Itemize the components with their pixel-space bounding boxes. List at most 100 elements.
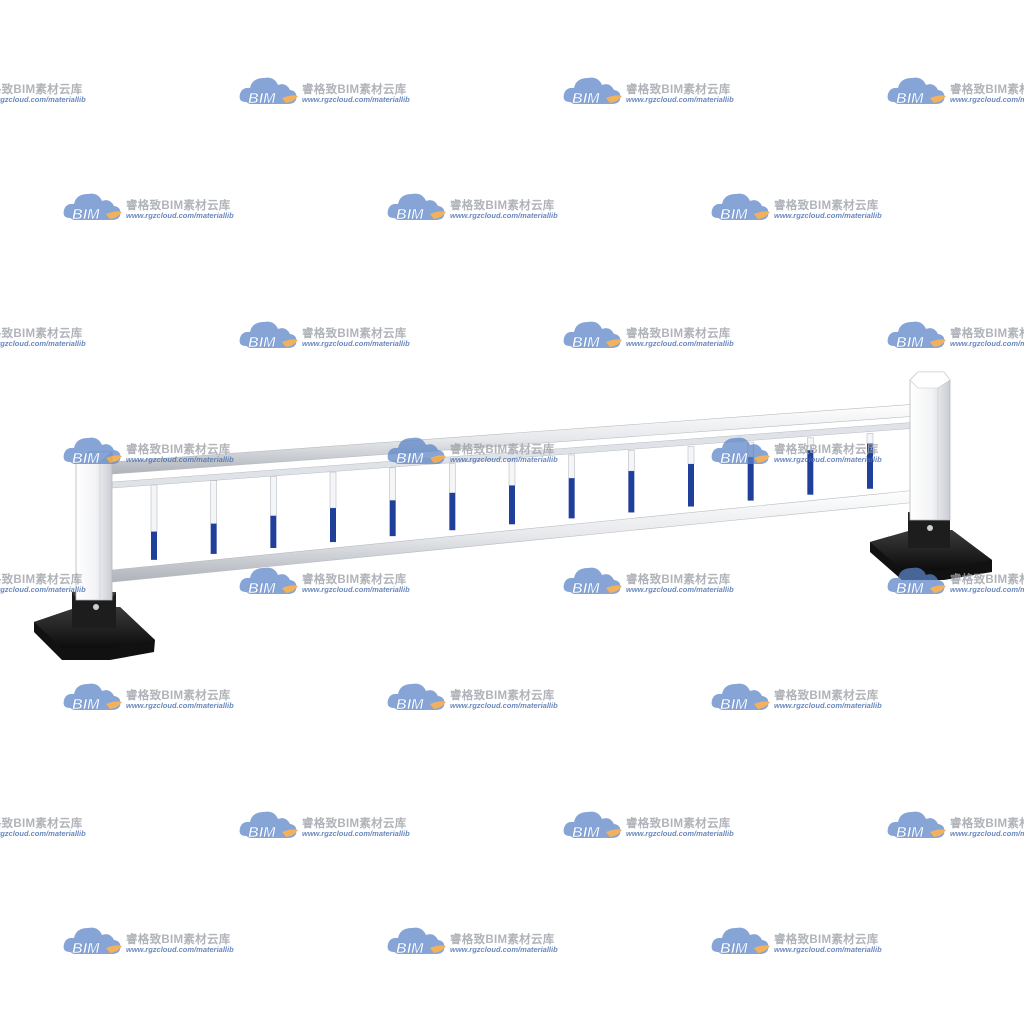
watermark-url: www.rgzcloud.com/materiallib	[450, 211, 558, 220]
watermark-brand-name: 睿格致BIM素材云库	[0, 574, 83, 586]
cloud-bim-logo-icon: BIM	[711, 193, 770, 223]
watermark-logo: BIM睿格致BIM素材云库www.rgzcloud.com/materialli…	[886, 806, 1024, 846]
watermark-brand-name: 睿格致BIM素材云库	[626, 328, 731, 340]
watermark-brand-name: 睿格致BIM素材云库	[126, 934, 231, 946]
cloud-bim-logo-icon: BIM	[711, 927, 770, 957]
logo-text: BIM	[248, 824, 276, 841]
baluster-blue-section	[270, 515, 277, 548]
logo-text: BIM	[896, 334, 924, 351]
watermark-brand-name: 睿格致BIM素材云库	[774, 200, 879, 212]
watermark-brand-name: 睿格致BIM素材云库	[450, 200, 555, 212]
watermark-brand-name: 睿格致BIM素材云库	[302, 84, 407, 96]
watermark-brand-name: 睿格致BIM素材云库	[626, 574, 731, 586]
guardrail-balusters	[150, 433, 874, 560]
watermark-logo: BIM睿格致BIM素材云库www.rgzcloud.com/materialli…	[886, 72, 1024, 112]
watermark-url: www.rgzcloud.com/materiallib	[0, 95, 86, 104]
cloud-bim-logo-icon: BIM	[563, 77, 622, 107]
cloud-bim-logo-icon: BIM	[63, 193, 122, 223]
watermark-brand-name: 睿格致BIM素材云库	[302, 574, 407, 586]
cloud-bim-logo-icon: BIM	[711, 683, 770, 713]
baluster-blue-section	[807, 450, 814, 495]
logo-text: BIM	[396, 206, 424, 223]
baluster-blue-section	[449, 492, 456, 531]
cloud-bim-logo-icon: BIM	[387, 437, 446, 467]
cloud-bim-logo-icon: BIM	[887, 77, 946, 107]
watermark-url: www.rgzcloud.com/materiallib	[126, 455, 234, 464]
watermark-url: www.rgzcloud.com/materiallib	[626, 339, 734, 348]
cloud-bim-logo-icon: BIM	[563, 567, 622, 597]
baluster-white-section	[807, 437, 814, 451]
baluster-white-section	[329, 471, 337, 509]
logo-text: BIM	[248, 334, 276, 351]
watermark-brand-name: 睿格致BIM素材云库	[302, 818, 407, 830]
cloud-bim-logo-icon: BIM	[563, 811, 622, 841]
watermark-brand-name: 睿格致BIM素材云库	[450, 934, 555, 946]
baluster-blue-section	[867, 443, 873, 489]
baluster-white-section	[628, 450, 635, 472]
watermark-brand-name: 睿格致BIM素材云库	[0, 818, 83, 830]
watermark-brand-name: 睿格致BIM素材云库	[126, 444, 231, 456]
watermark-url: www.rgzcloud.com/materiallib	[450, 455, 558, 464]
watermark-brand-name: 睿格致BIM素材云库	[774, 444, 879, 456]
baluster-blue-section	[151, 531, 157, 560]
logo-text: BIM	[72, 940, 100, 957]
cloud-bim-logo-icon: BIM	[239, 811, 298, 841]
baluster-white-section	[270, 476, 277, 517]
watermark-brand-name: 睿格致BIM素材云库	[302, 328, 407, 340]
watermark-url: www.rgzcloud.com/materiallib	[450, 701, 558, 710]
logo-text: BIM	[896, 580, 924, 597]
cloud-bim-logo-icon: BIM	[711, 437, 770, 467]
baluster-blue-section	[568, 478, 575, 519]
watermark-url: www.rgzcloud.com/materiallib	[774, 211, 882, 220]
cloud-bim-logo-icon: BIM	[387, 193, 446, 223]
watermark-brand-name: 睿格致BIM素材云库	[0, 328, 83, 340]
cloud-bim-logo-icon: BIM	[887, 811, 946, 841]
watermark-logo: BIM睿格致BIM素材云库www.rgzcloud.com/materialli…	[0, 806, 114, 846]
watermark-url: www.rgzcloud.com/materiallib	[0, 339, 86, 348]
cloud-bim-logo-icon: BIM	[563, 321, 622, 351]
watermark-url: www.rgzcloud.com/materiallib	[774, 455, 882, 464]
baluster-blue-section	[747, 457, 754, 501]
watermark-url: www.rgzcloud.com/materiallib	[302, 95, 410, 104]
logo-text: BIM	[396, 450, 424, 467]
guardrail-rails	[111, 403, 919, 583]
baluster-blue-section	[509, 485, 515, 525]
cloud-bim-logo-icon: BIM	[63, 437, 122, 467]
cloud-bim-logo-icon: BIM	[63, 927, 122, 957]
watermark-logo: BIM睿格致BIM素材云库www.rgzcloud.com/materialli…	[0, 72, 114, 112]
watermark-url: www.rgzcloud.com/materiallib	[126, 701, 234, 710]
watermark-brand-name: 睿格致BIM素材云库	[950, 574, 1024, 586]
watermark-logo: BIM 睿格致BIM素材云库www.rgzcloud.com/materialli…	[886, 562, 1024, 602]
watermark-url: www.rgzcloud.com/materiallib	[302, 829, 410, 838]
logo-text: BIM	[720, 450, 748, 467]
cloud-bim-logo-icon: BIM	[239, 567, 298, 597]
watermark-url: www.rgzcloud.com/materiallib	[0, 585, 86, 594]
watermark-brand-name: 睿格致BIM素材云库	[126, 690, 231, 702]
cloud-bim-logo-icon: BIM	[887, 567, 946, 597]
logo-text: BIM	[72, 450, 100, 467]
baluster-blue-section	[210, 523, 217, 554]
watermark-brand-name: 睿格致BIM素材云库	[126, 200, 231, 212]
watermark-url: www.rgzcloud.com/materiallib	[626, 95, 734, 104]
watermark-url: www.rgzcloud.com/materiallib	[950, 585, 1024, 594]
watermark-brand-name: 睿格致BIM素材云库	[626, 818, 731, 830]
watermark-brand-name: 睿格致BIM素材云库	[950, 84, 1024, 96]
watermark-url: www.rgzcloud.com/materiallib	[774, 701, 882, 710]
logo-text: BIM	[572, 90, 600, 107]
logo-text: BIM	[72, 206, 100, 223]
cloud-bim-logo-icon: BIM	[239, 77, 298, 107]
baluster-blue-section	[688, 464, 694, 507]
